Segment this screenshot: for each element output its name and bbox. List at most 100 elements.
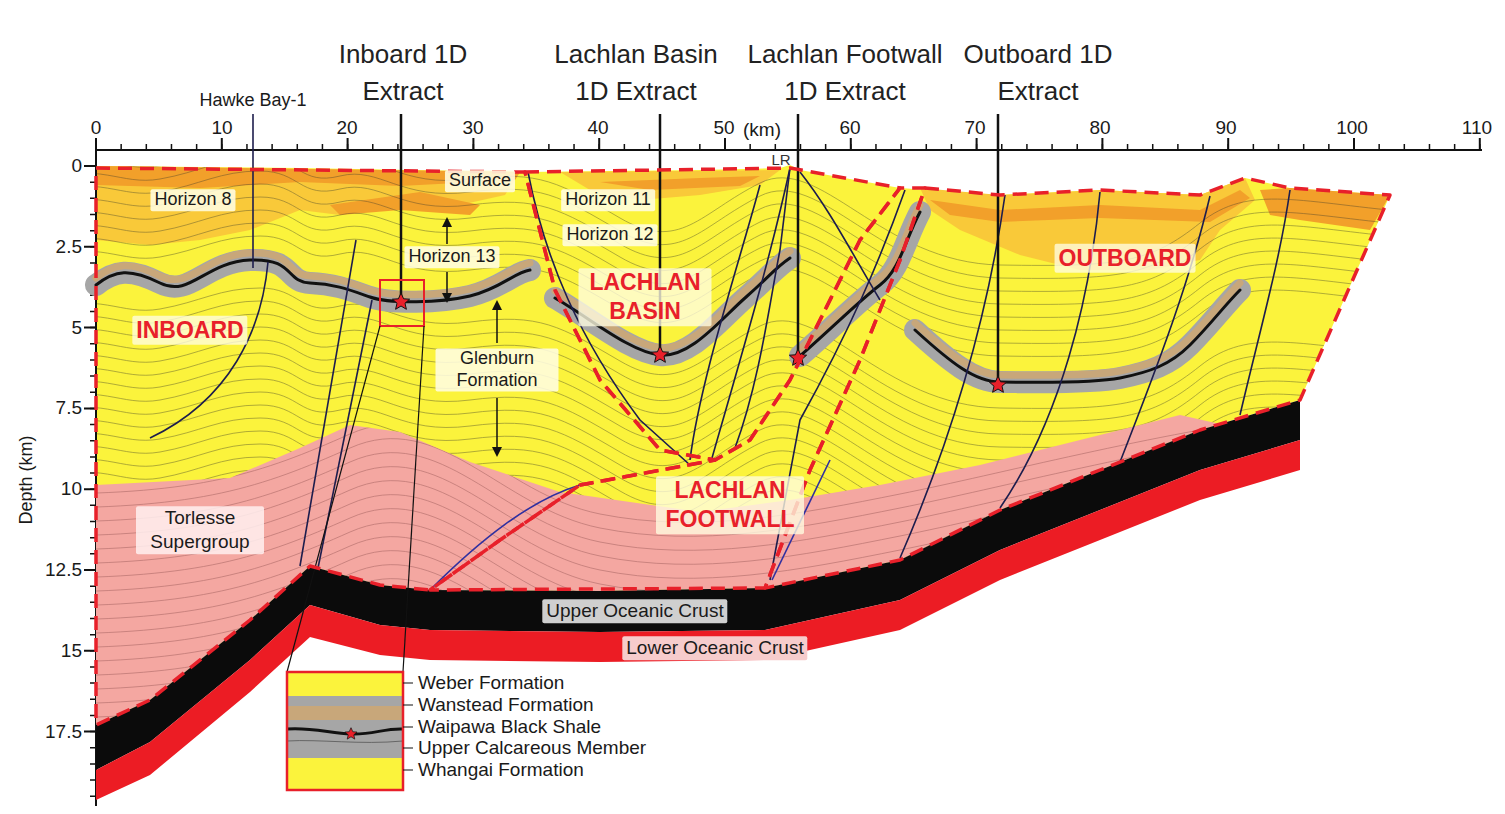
fault-line (735, 168, 790, 448)
axis-tick-label: 5 (71, 317, 82, 340)
region-name: LACHLAN BASIN (579, 268, 712, 326)
km-axis (96, 149, 1482, 151)
extract-star (789, 349, 806, 365)
upper-layer (330, 192, 480, 215)
bedding-line (40, 554, 1300, 662)
fault-line (1120, 196, 1210, 462)
fault-line (770, 190, 905, 580)
horizon-label: Horizon 12 (562, 224, 657, 246)
horizon-band (915, 283, 1240, 375)
axis-tick-label: 80 (1089, 117, 1110, 140)
bedding-line (40, 498, 1300, 606)
axis-tick-label: 0 (71, 155, 82, 178)
axis-title: Depth (km) (16, 435, 38, 524)
well-line (252, 114, 254, 268)
fault-line (772, 460, 830, 580)
extract-star (392, 293, 409, 309)
axis-tick-label: 10 (61, 478, 82, 501)
axis-tick-label: 7.5 (56, 397, 82, 420)
fault-line (712, 168, 790, 458)
inset-line (287, 729, 403, 735)
bedding-line (40, 596, 1300, 704)
horizon-line (915, 290, 1240, 382)
extract-title: Outboard 1D Extract (958, 36, 1118, 110)
extract-lines (401, 114, 998, 383)
fault-line (800, 172, 880, 300)
inset-layer (287, 758, 403, 790)
fault-name: LR (771, 151, 790, 169)
zoom-box (380, 280, 424, 326)
bedding-line (40, 236, 1420, 356)
inset-leader (403, 683, 413, 770)
faults (150, 114, 1290, 590)
bedding-line (40, 442, 1300, 550)
axis-tick-label: 2.5 (56, 236, 82, 259)
extract-line (400, 114, 403, 300)
axis-tick-label: 0 (91, 117, 102, 140)
axis-tick-label: 60 (839, 117, 860, 140)
bedding-line (40, 512, 1300, 620)
axis-tick-label: 10 (211, 117, 232, 140)
formation-label: Waipawa Black Shale (418, 716, 601, 739)
bedding-line (40, 428, 1300, 536)
bedding-line (40, 414, 1300, 522)
well-name: Hawke Bay-1 (199, 90, 306, 112)
fault-line (150, 262, 268, 438)
unit-name: Lower Oceanic Crust (622, 636, 807, 660)
bedding-line (40, 540, 1300, 648)
inset-frame (287, 672, 403, 790)
km-minor-ticks (95, 144, 1482, 150)
formation-label: Whangai Formation (418, 759, 584, 782)
extract-line (797, 114, 800, 356)
extract-star (989, 376, 1006, 392)
unit-name: Torlesse Supergroup (136, 506, 264, 554)
extract-line (659, 114, 662, 353)
extract-line (997, 114, 1000, 383)
unit-name: Upper Oceanic Crust (542, 599, 727, 623)
depth-major-ticks (84, 165, 96, 806)
horizon-band (555, 251, 790, 348)
bedding-line (40, 470, 1300, 578)
fault-line (690, 185, 760, 460)
fault-line (528, 172, 690, 465)
extract-title: Inboard 1D Extract (328, 36, 478, 110)
bedding-line (40, 184, 1420, 304)
bedding-line (40, 456, 1300, 564)
horizon-label: Glenburn Formation (436, 348, 559, 391)
axis-tick-label: 110 (1462, 117, 1492, 140)
horizon-label: Horizon 11 (561, 189, 655, 211)
fault-line (1240, 190, 1290, 415)
bedding-line (40, 610, 1300, 718)
region-name: OUTBOARD (1055, 244, 1196, 273)
inset-column (287, 672, 413, 790)
fault-line (1000, 192, 1100, 508)
horizon-label: Horizon 13 (404, 246, 499, 268)
km-major-ticks (95, 138, 1482, 150)
bedding-line (40, 484, 1300, 592)
region-name: INBOARD (132, 316, 247, 345)
horizon-label: Surface (445, 170, 515, 192)
formation-label: Upper Calcareous Member (418, 737, 646, 760)
axis-tick-label: 20 (336, 117, 357, 140)
horizon-tan (96, 205, 1240, 375)
bedding-line (40, 638, 1300, 746)
thickness-arrow (446, 272, 448, 298)
formation-label: Wanstead Formation (418, 694, 594, 717)
axis-tick-label: (km) (743, 119, 781, 142)
thickness-arrow (496, 305, 498, 343)
axis-tick-label: 100 (1336, 117, 1368, 140)
horizon-line (800, 212, 920, 356)
torlesse-bedding (40, 414, 1300, 746)
crust-band-path (96, 440, 1300, 800)
inset-layer (287, 706, 403, 720)
horizon-label: Horizon 8 (150, 189, 235, 211)
region-outline-shape (765, 178, 1390, 588)
upper-layer (600, 176, 760, 190)
inset-layer (287, 672, 403, 696)
extract-star (345, 728, 357, 739)
crust-band-path (96, 400, 1300, 770)
extract-title: Lachlan Footwall 1D Extract (739, 36, 951, 110)
axis-tick-label: 12.5 (45, 559, 82, 582)
